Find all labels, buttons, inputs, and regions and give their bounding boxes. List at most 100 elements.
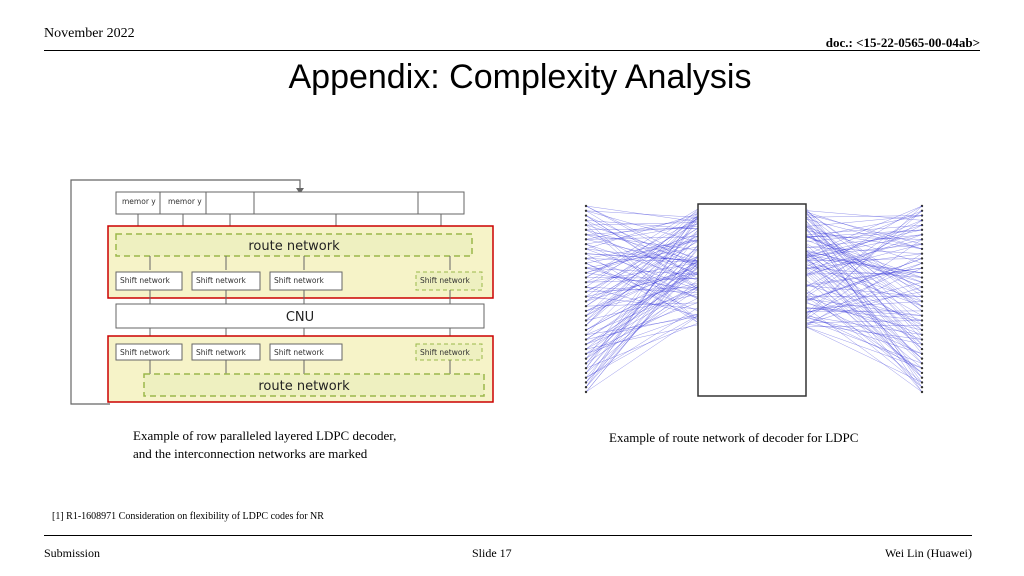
route-line-right <box>805 239 923 288</box>
route-terminal-dot <box>920 324 924 327</box>
route-terminal-dot <box>920 295 924 298</box>
route-line-right <box>805 220 923 393</box>
route-line-right <box>805 307 923 321</box>
route-line-right <box>805 210 923 297</box>
route-terminal-dot <box>920 381 924 384</box>
route-line-right <box>805 210 923 259</box>
route-terminal-dot <box>584 276 588 279</box>
route-line-right <box>805 271 923 388</box>
route-line-left <box>585 205 699 262</box>
route-line-left <box>585 215 699 288</box>
route-terminal-dot <box>920 223 924 227</box>
route-terminal-dot <box>920 242 924 246</box>
bottom-shift-networks: Shift network Shift network Shift networ… <box>115 343 483 361</box>
route-line-right <box>805 243 923 275</box>
route-line-left <box>585 235 699 374</box>
route-line-left <box>585 258 699 263</box>
route-line-left <box>585 217 699 240</box>
left-caption: Example of row paralleled layered LDPC d… <box>133 427 396 463</box>
route-line-left <box>585 314 699 340</box>
route-line-right <box>805 246 923 254</box>
route-line-right <box>805 223 923 307</box>
route-line-right <box>805 264 923 307</box>
route-terminal-dot <box>920 376 924 379</box>
bottom-shift-label-2: Shift network <box>196 348 247 357</box>
route-line-left <box>585 217 699 321</box>
route-line-left <box>585 224 699 245</box>
route-line-right <box>805 326 923 369</box>
route-line-right <box>805 267 923 325</box>
route-terminal-dot <box>584 285 588 289</box>
route-line-right <box>805 267 923 359</box>
route-line-left <box>585 268 699 355</box>
route-line-left <box>585 215 699 388</box>
route-line-left <box>585 254 699 393</box>
route-line-left <box>585 208 699 316</box>
route-line-right <box>805 301 923 355</box>
route-line-left <box>585 229 699 289</box>
top-shift-label-1: Shift network <box>120 276 171 285</box>
route-line-left <box>585 235 699 293</box>
route-line-left <box>585 217 699 297</box>
route-terminal-dot <box>584 219 588 222</box>
route-line-left <box>585 247 699 388</box>
route-terminal-dot <box>920 290 924 294</box>
route-line-left <box>585 236 699 240</box>
route-line-right <box>805 267 923 286</box>
route-line-left <box>585 211 699 326</box>
footer-author: Wei Lin (Huawei) <box>885 546 972 560</box>
route-line-left <box>585 322 699 369</box>
route-terminal-dot <box>584 214 588 217</box>
route-line-right <box>805 218 923 250</box>
top-shift-networks: Shift network Shift network Shift networ… <box>115 271 483 291</box>
route-line-right <box>805 289 923 383</box>
route-terminal-dot <box>920 366 924 370</box>
header-divider <box>44 50 980 51</box>
top-shift-label-3: Shift network <box>274 276 325 285</box>
route-line-left <box>585 218 699 383</box>
route-terminal-dot <box>920 362 924 365</box>
route-line-right <box>805 224 923 331</box>
route-line-right <box>805 205 923 318</box>
route-line-right <box>805 274 923 374</box>
route-line-right <box>805 216 923 350</box>
route-terminal-dot <box>920 371 924 375</box>
route-terminal-dot <box>584 366 588 370</box>
route-terminal-dot <box>920 333 924 336</box>
route-line-left <box>585 262 699 388</box>
route-line-left <box>585 265 699 312</box>
route-line-left <box>585 235 699 307</box>
route-terminal-dot <box>584 362 588 365</box>
route-line-left <box>585 315 699 393</box>
route-line-left <box>585 213 699 250</box>
route-line-right <box>805 228 923 364</box>
route-line-right <box>805 229 923 378</box>
route-line-right <box>805 215 923 227</box>
route-terminal-dot <box>920 214 924 217</box>
route-line-left <box>585 218 699 278</box>
bottom-shift-label-4: Shift network <box>420 348 471 357</box>
route-line-right <box>805 316 923 355</box>
footer-divider <box>44 535 972 536</box>
route-terminal-dot <box>920 314 924 317</box>
route-terminal-dot <box>920 252 924 255</box>
route-line-right <box>805 253 923 327</box>
route-terminal-dot <box>584 304 588 308</box>
route-line-left <box>585 234 699 274</box>
bottom-route-block: Shift network Shift network Shift networ… <box>107 335 494 403</box>
route-terminal-dot <box>584 209 588 212</box>
route-line-left <box>585 210 699 279</box>
route-terminal-dot <box>920 352 924 356</box>
route-line-right <box>805 269 923 369</box>
route-terminal-dot <box>920 319 924 322</box>
route-line-left <box>585 263 699 312</box>
route-line-right <box>805 258 923 261</box>
route-terminal-dot <box>920 238 924 241</box>
route-line-left <box>585 313 699 355</box>
route-line-left <box>585 307 699 378</box>
feedback-arrowhead <box>296 188 304 194</box>
memory-label-2: memor y <box>168 197 202 206</box>
route-line-right <box>805 207 923 354</box>
route-line-right <box>805 326 923 383</box>
route-line-left <box>585 222 699 283</box>
